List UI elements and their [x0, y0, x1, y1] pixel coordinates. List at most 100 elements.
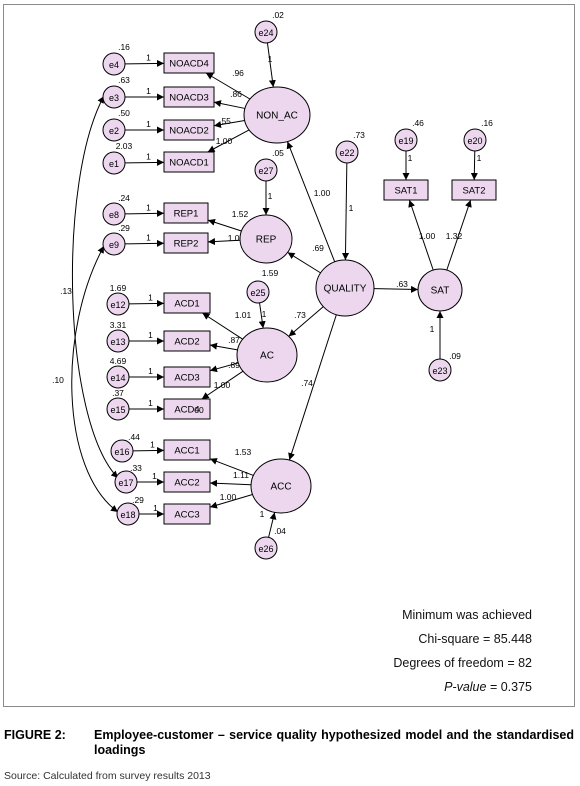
error-label-e22: e22 [339, 148, 354, 158]
path-label-ACC-ACC3: 1.00 [220, 492, 237, 502]
latent-label-rep: REP [256, 235, 277, 246]
path-label-AC-ACD4: 1.00 [214, 380, 231, 390]
error-node-e12 [106, 292, 130, 316]
error-label-e20: e20 [467, 136, 482, 146]
indicator-noacd1 [163, 151, 215, 173]
error-label-e27: e27 [258, 166, 273, 176]
error-node-e14 [106, 365, 130, 389]
indicator-label-acc2: ACC2 [174, 478, 199, 489]
path-e12-ACD1 [128, 299, 165, 307]
path-QUALITY-ACC [288, 314, 337, 461]
path-label-e23-SAT: 1 [430, 324, 435, 334]
variance-label-e23: .09 [449, 351, 461, 361]
covariance-label-e9-e18: .10 [52, 375, 64, 385]
path-REP-REP1 [207, 218, 242, 232]
figure-caption: FIGURE 2: Employee-customer – service qu… [4, 728, 574, 758]
path-label-ACC-ACC1: 1.53 [235, 447, 252, 457]
variance-label-e14: 4.69 [110, 356, 127, 366]
error-node-e2 [102, 118, 126, 142]
error-node-e13 [106, 329, 130, 353]
latent-acc [250, 458, 312, 514]
indicator-acd2 [163, 330, 211, 352]
path-e1-NOACD1 [124, 158, 165, 166]
path-label-AC-ACD3: .89 [228, 360, 240, 370]
indicator-label-rep1: REP1 [174, 209, 199, 220]
path-label-e14-ACD3: 1 [148, 366, 153, 376]
indicator-acc1 [163, 439, 211, 461]
path-NON_AC-NOACD1 [207, 129, 250, 153]
path-label-e9-REP2: 1 [146, 233, 151, 243]
error-label-e3: e3 [109, 93, 119, 103]
error-label-e24: e24 [258, 28, 273, 38]
latent-label-quality: QUALITY [324, 284, 367, 295]
path-label-AC-ACD1: 1.01 [235, 310, 252, 320]
error-node-e25 [246, 280, 270, 304]
error-node-e18 [116, 502, 140, 526]
path-label-e1-NOACD1: 1 [146, 152, 151, 162]
path-e22-QUALITY [342, 162, 350, 261]
error-label-e13: e13 [110, 337, 125, 347]
error-label-e19: e19 [398, 136, 413, 146]
error-node-e15 [106, 397, 130, 421]
indicator-label-acc1: ACC1 [174, 446, 199, 457]
path-label-REP-REP1: 1.52 [232, 209, 249, 219]
indicator-acc2 [163, 471, 211, 493]
variance-label-e3: .63 [118, 75, 130, 85]
path-e8-REP1 [124, 209, 165, 217]
indicator-acd1 [163, 292, 211, 314]
path-e26-ACC [268, 512, 277, 538]
path-label-SAT-SAT1: 1.00 [419, 231, 436, 241]
path-label-e12-ACD1: 1 [148, 293, 153, 303]
path-NON_AC-NOACD4 [205, 72, 251, 100]
variance-label-e2: .50 [118, 108, 130, 118]
path-label-NON_AC-NOACD3: .86 [230, 89, 242, 99]
path-SAT-SAT2 [446, 199, 472, 271]
path-label-QUALITY-REP: .69 [312, 243, 324, 253]
error-node-e24 [254, 20, 278, 44]
path-label-e22-QUALITY: 1 [349, 203, 354, 213]
indicator-sat2 [451, 179, 497, 201]
path-label-ACC-ACC2: 1.11 [233, 470, 249, 480]
acd4-overlap-label: 00 [194, 405, 204, 415]
fit-minimum: Minimum was achieved [402, 608, 532, 622]
indicator-label-noacd1: NOACD1 [169, 158, 209, 169]
indicator-label-noacd4: NOACD4 [169, 59, 209, 70]
error-node-e17 [114, 470, 138, 494]
path-QUALITY-SAT [373, 285, 419, 293]
error-label-e1: e1 [109, 159, 119, 169]
indicator-acc3 [163, 503, 211, 525]
error-node-e20 [463, 128, 487, 152]
variance-label-e20: .16 [481, 118, 493, 128]
error-node-e23 [428, 358, 452, 382]
figure-label: FIGURE 2: [4, 728, 66, 742]
variance-label-e13: 3.31 [110, 320, 127, 330]
indicator-label-sat2: SAT2 [462, 186, 485, 197]
variance-label-e24: .02 [272, 10, 284, 20]
latent-sat [417, 268, 463, 312]
indicator-label-acd2: ACD2 [174, 337, 199, 348]
figure-source: Source: Calculated from survey results 2… [4, 770, 211, 782]
path-label-e20-SAT2: 1 [477, 153, 482, 163]
latent-label-ac: AC [260, 351, 274, 362]
indicator-label-acd4: ACD4 [174, 405, 199, 416]
error-label-e8: e8 [109, 210, 119, 220]
path-AC-ACD2 [209, 342, 238, 351]
variance-label-e18: .29 [132, 495, 144, 505]
path-label-e17-ACC2: 1 [152, 471, 157, 481]
path-AC-ACD1 [202, 312, 243, 340]
error-node-e19 [394, 128, 418, 152]
path-label-e13-ACD2: 1 [148, 330, 153, 340]
indicator-acd4 [163, 398, 211, 420]
indicator-rep2 [163, 232, 209, 254]
error-node-e9 [102, 232, 126, 256]
error-node-e16 [110, 439, 134, 463]
error-node-e8 [102, 202, 126, 226]
error-label-e9: e9 [109, 240, 119, 250]
indicator-label-noacd3: NOACD3 [169, 93, 209, 104]
variance-label-e17: .33 [130, 463, 142, 473]
indicator-label-acd1: ACD1 [174, 299, 199, 310]
path-label-QUALITY-AC: .73 [294, 310, 306, 320]
variance-label-e12: 1.69 [110, 283, 127, 293]
fit-p-value: P-value = 0.375 [444, 680, 532, 695]
path-label-QUALITY-ACC: .74 [301, 378, 313, 388]
